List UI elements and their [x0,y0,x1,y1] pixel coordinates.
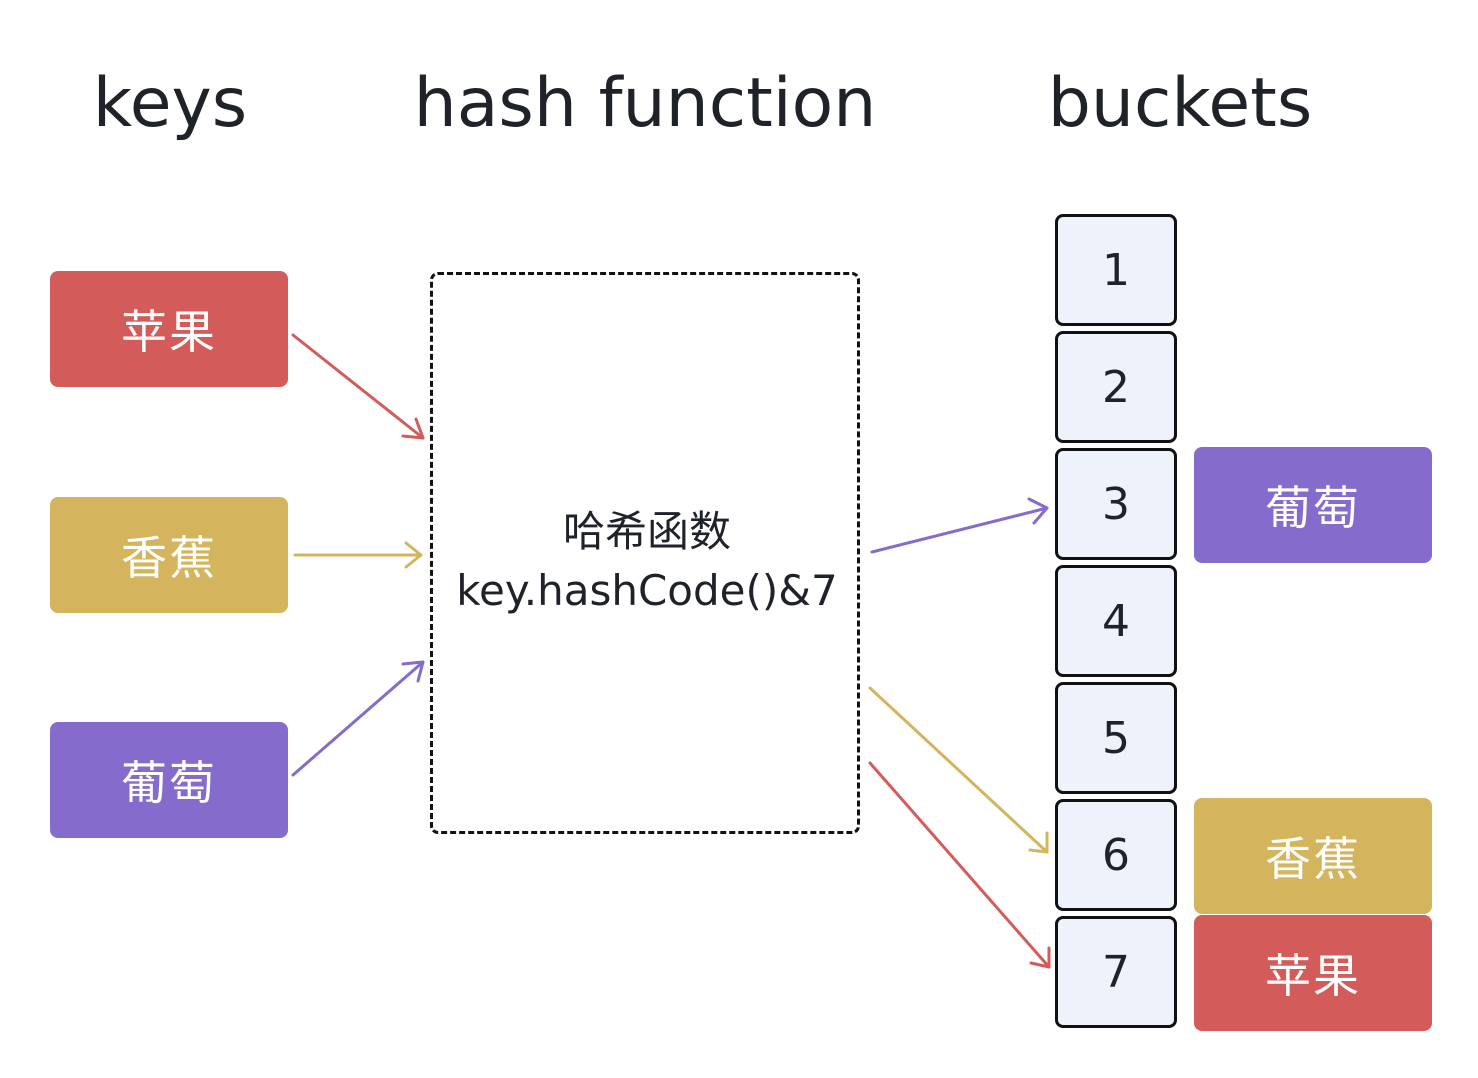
keys-heading: keys [92,64,248,143]
arrow-grape-in [291,660,425,777]
arrow-apple-out [868,761,1051,969]
bucket-4: 4 [1055,565,1177,677]
buckets-heading: buckets [1047,64,1313,143]
bucket-1: 1 [1055,214,1177,326]
bucket-entry-apple: 苹果 [1194,915,1432,1031]
bucket-3: 3 [1055,448,1177,560]
arrow-grape-out [870,497,1049,554]
hash-function-expression: key.hashCode()&7 [456,566,838,615]
bucket-2: 2 [1055,331,1177,443]
arrow-banana-in [293,541,423,569]
arrow-apple-in [291,333,425,440]
key-grape: 葡萄 [50,722,288,838]
hash-function-box [430,272,860,834]
bucket-5: 5 [1055,682,1177,794]
arrow-banana-out [868,686,1049,854]
bucket-entry-grape: 葡萄 [1194,447,1432,563]
bucket-entry-banana: 香蕉 [1194,798,1432,914]
key-banana: 香蕉 [50,497,288,613]
hash-function-heading: hash function [413,64,877,143]
key-apple: 苹果 [50,271,288,387]
bucket-7: 7 [1055,916,1177,1028]
hash-function-name: 哈希函数 [562,507,731,556]
bucket-6: 6 [1055,799,1177,911]
